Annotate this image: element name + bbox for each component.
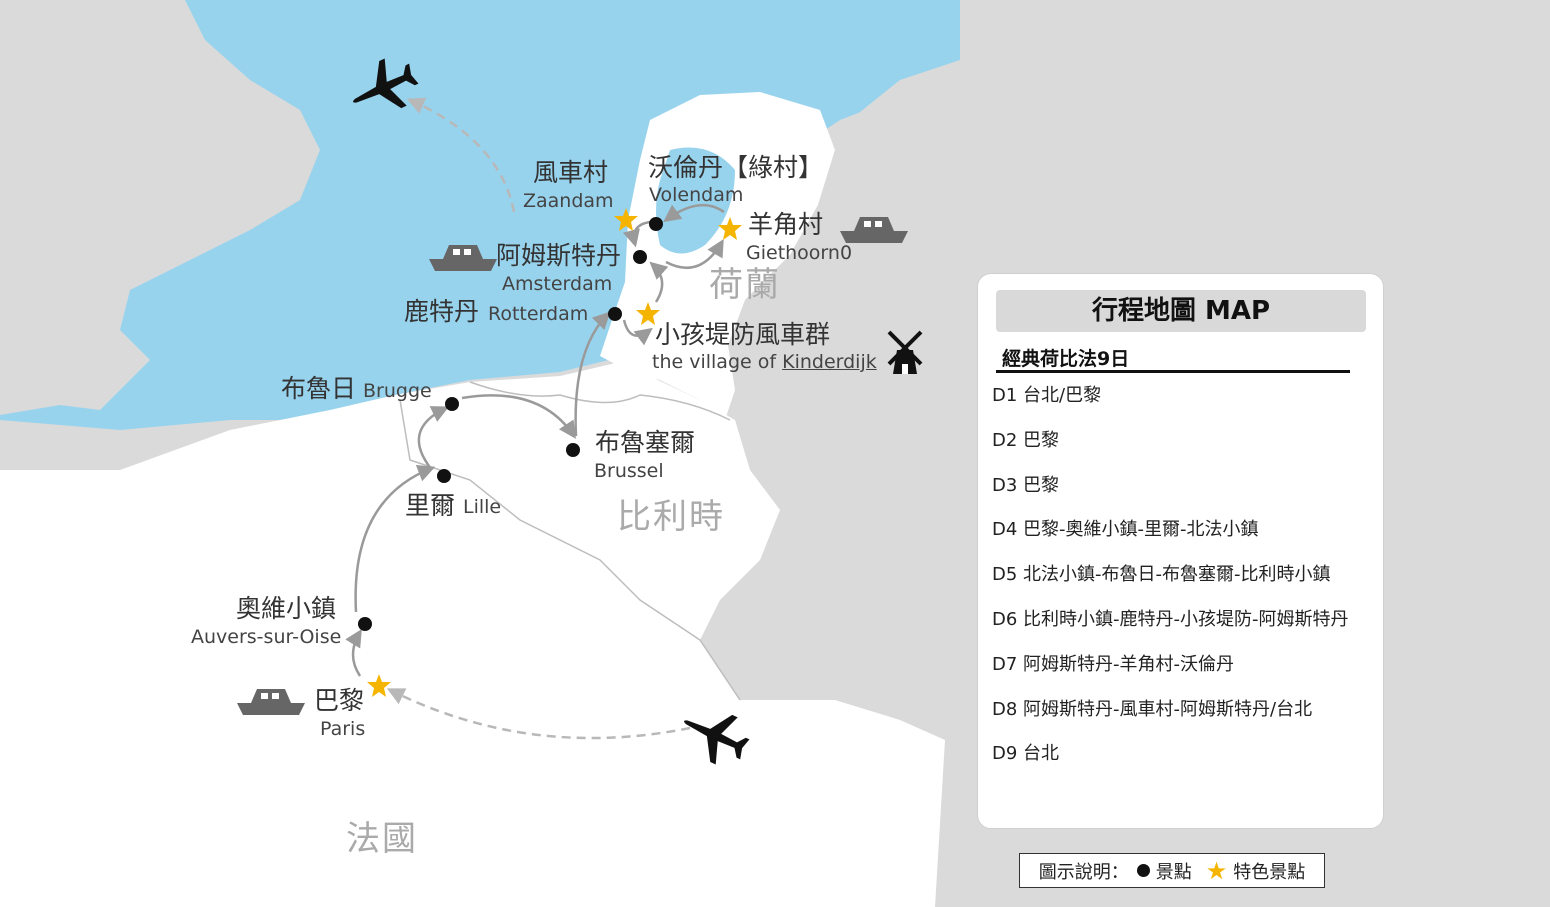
route-brugge-brussel — [461, 394, 576, 439]
label-brussel-zh: 布魯塞爾 — [595, 428, 696, 457]
label-auvers-en: Auvers-sur-Oise — [191, 626, 342, 648]
map-legend: 圖示說明： 景點 ★ 特色景點 — [1019, 853, 1325, 888]
label-auvers-zh: 奧維小鎮 — [236, 594, 337, 623]
windmill-icon — [887, 330, 923, 374]
belgium-france-land — [0, 362, 945, 907]
dot-auvers — [358, 617, 372, 631]
country-belgium: 比利時 — [617, 497, 725, 537]
border-be-fr — [399, 399, 741, 701]
day-item: D6 比利時小鎮-鹿特丹-小孩堤防-阿姆斯特丹 — [992, 608, 1349, 630]
label-paris-zh: 巴黎 — [314, 686, 365, 715]
label-amsterdam-en: Amsterdam — [502, 273, 613, 295]
panel-title: 行程地圖 MAP — [996, 290, 1366, 332]
dot-lille — [437, 469, 451, 483]
dot-rotterdam — [608, 307, 622, 321]
label-volendam-en: Volendam — [649, 184, 744, 206]
attraction-dots — [358, 217, 663, 631]
day-item: D1 台北/巴黎 — [992, 385, 1102, 406]
label-brugge-zh: 布魯日 — [281, 374, 357, 403]
country-netherlands: 荷蘭 — [709, 265, 781, 305]
route-kinderdijk-amsterdam — [649, 261, 669, 303]
day-item: D8 阿姆斯特丹-風車村-阿姆斯特丹/台北 — [992, 698, 1313, 720]
day-item: D3 巴黎 — [992, 474, 1060, 496]
label-rotterdam-en: Rotterdam — [488, 303, 589, 325]
day-item: D9 台北 — [992, 743, 1060, 765]
day-list: D1 台北/巴黎 D2 巴黎 D3 巴黎 D4 巴黎-奧維小鎮-里爾-北法小鎮 … — [992, 382, 1349, 785]
england-land — [0, 0, 320, 415]
label-giethoorn-zh: 羊角村 — [748, 210, 824, 239]
route-auvers-lille — [354, 464, 436, 613]
dot-amsterdam — [633, 250, 647, 264]
route-giethoorn-volendam — [663, 203, 725, 223]
flight-in — [386, 688, 691, 740]
label-volendam-zh: 沃倫丹【綠村】 — [648, 153, 824, 182]
legend-attraction: 景點 — [1155, 861, 1192, 883]
day-item: D7 阿姆斯特丹-羊角村-沃倫丹 — [992, 653, 1235, 675]
route-amsterdam-giethoorn — [665, 238, 724, 270]
label-giethoorn-en: Giethoorn0 — [746, 242, 853, 264]
label-paris-en: Paris — [320, 718, 366, 740]
star-marker-icon: ★ — [1205, 856, 1228, 885]
legend-featured: 特色景點 — [1233, 861, 1306, 883]
route-brussel-rotterdam — [574, 311, 611, 437]
kinderdijk-name: Kinderdijk — [782, 351, 877, 373]
label-lille-zh: 里爾 — [405, 491, 456, 520]
route-lille-brugge — [417, 406, 450, 471]
flight-out — [406, 97, 516, 213]
flight-paths — [386, 97, 691, 740]
day-item: D4 巴黎-奧維小鎮-里爾-北法小鎮 — [992, 519, 1259, 541]
route-rotterdam-kinderdijk — [622, 319, 653, 346]
dot-marker-icon — [1136, 864, 1150, 877]
label-zaandam-en: Zaandam — [523, 190, 614, 212]
label-zaandam-zh: 風車村 — [533, 158, 609, 187]
dot-volendam — [649, 217, 663, 231]
label-amsterdam-zh: 阿姆斯特丹 — [496, 241, 622, 270]
day-item: D5 北法小鎮-布魯日-布魯塞爾-比利時小鎮 — [992, 564, 1331, 586]
label-brussel-en: Brussel — [594, 460, 664, 482]
star-zaandam — [614, 208, 638, 231]
legend-prefix: 圖示說明： — [1038, 861, 1129, 883]
country-france: 法國 — [346, 819, 418, 859]
label-lille-en: Lille — [463, 496, 502, 518]
label-kinderdijk-en: the village of Kinderdijk — [652, 353, 877, 372]
ijsselmeer — [656, 147, 735, 254]
label-rotterdam-zh: 鹿特丹 — [404, 297, 480, 326]
panel-subtitle: 經典荷比法9日 — [1002, 348, 1130, 370]
itinerary-panel: 行程地圖 MAP 經典荷比法9日 D1 台北/巴黎 D2 巴黎 D3 巴黎 D4… — [977, 273, 1384, 829]
label-brugge-en: Brugge — [363, 380, 432, 402]
featured-stars — [367, 208, 742, 697]
dot-brugge — [445, 397, 459, 411]
label-kinderdijk-zh: 小孩堤防風車群 — [655, 320, 831, 349]
panel-divider — [996, 370, 1350, 373]
route-paths — [345, 203, 725, 677]
kinderdijk-prefix: the village of — [652, 351, 777, 373]
star-giethoorn — [718, 217, 742, 240]
route-paris-auvers — [345, 629, 362, 677]
route-volendam-zaandam — [622, 220, 651, 248]
dot-brussel — [566, 443, 580, 457]
star-kinderdijk — [636, 302, 660, 325]
star-paris — [367, 674, 391, 697]
day-item: D2 巴黎 — [992, 429, 1060, 451]
border-be-nl — [469, 381, 731, 421]
